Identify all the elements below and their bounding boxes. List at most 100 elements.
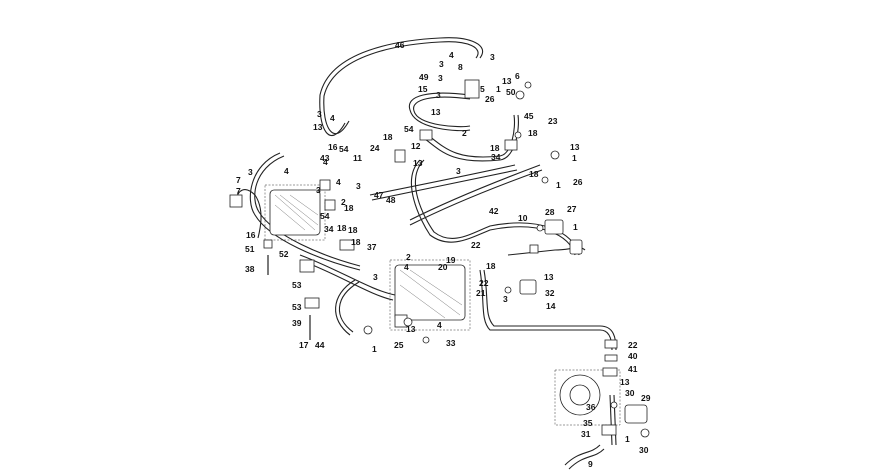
callout-label: 35 — [583, 418, 593, 428]
callout-label: 18 — [486, 261, 496, 271]
callout-label: 13 — [406, 324, 416, 334]
callout-label: 29 — [641, 393, 651, 403]
callout-label: 3 — [373, 272, 378, 282]
callout-label: 51 — [245, 244, 255, 254]
callout-label: 34 — [324, 224, 334, 234]
callout-label: 32 — [545, 288, 555, 298]
callout-label: 3 — [438, 73, 443, 83]
callout-label: 30 — [639, 445, 649, 455]
callout-label: 2 — [341, 197, 346, 207]
callout-label: 3 — [456, 166, 461, 176]
callout-label: 53 — [292, 280, 302, 290]
callout-label: 4 — [437, 320, 442, 330]
callout-label: 40 — [628, 351, 638, 361]
callout-label: 2 — [462, 128, 467, 138]
callout-label: 19 — [446, 255, 456, 265]
callout-label: 4 — [284, 166, 289, 176]
callout-label: 25 — [394, 340, 404, 350]
callout-label: 21 — [476, 288, 486, 298]
callout-label: 3 — [356, 181, 361, 191]
callout-label: 18 — [528, 128, 538, 138]
callout-label: 18 — [351, 237, 361, 247]
callout-label: 41 — [628, 364, 638, 374]
callout-label: 18 — [344, 203, 354, 213]
hose-group — [235, 37, 617, 470]
callout-label: 43 — [320, 153, 330, 163]
callout-label: 13 — [413, 158, 423, 168]
callout-label: 10 — [518, 213, 528, 223]
callout-label: 23 — [548, 116, 558, 126]
callout-label: 4 — [449, 50, 454, 60]
callout-label: 30 — [625, 388, 635, 398]
callout-label: 2 — [406, 252, 411, 262]
callout-label: 20 — [438, 262, 448, 272]
callout-label: 7 — [236, 186, 241, 196]
callout-label: 52 — [279, 249, 289, 259]
callout-label: 26 — [573, 177, 583, 187]
callout-label: 3 — [317, 109, 322, 119]
callout-label: 22 — [628, 340, 638, 350]
callout-label: 12 — [411, 141, 421, 151]
callout-label: 31 — [581, 429, 591, 439]
callout-label: 28 — [545, 207, 555, 217]
callout-label: 1 — [625, 434, 630, 444]
callout-label: 24 — [370, 143, 380, 153]
callout-label: 50 — [506, 87, 516, 97]
callout-label: 13 — [544, 272, 554, 282]
callout-label: 48 — [386, 195, 396, 205]
callout-label: 37 — [367, 242, 377, 252]
callout-label: 4 — [336, 177, 341, 187]
callout-label: 27 — [567, 204, 577, 214]
callout-label: 8 — [458, 62, 463, 72]
callout-label: 13 — [620, 377, 630, 387]
callout-label: 54 — [339, 144, 349, 154]
callout-label: 16 — [328, 142, 338, 152]
callout-label: 46 — [395, 40, 405, 50]
callout-label: 45 — [524, 111, 534, 121]
callout-label: 17 — [299, 340, 309, 350]
callout-label: 5 — [480, 84, 485, 94]
callout-label: 18 — [529, 169, 539, 179]
callout-label: 3 — [248, 167, 253, 177]
callout-label: 4 — [330, 113, 335, 123]
callout-labels: 46 4 3 8 3 49 15 3 3 5 26 13 6 1 50 13 4… — [236, 40, 651, 469]
callout-label: 33 — [446, 338, 456, 348]
callout-label: 3 — [316, 185, 321, 195]
callout-label: 44 — [315, 340, 325, 350]
callout-label: 18 — [490, 143, 500, 153]
callout-label: 36 — [586, 402, 596, 412]
callout-label: 3 — [503, 294, 508, 304]
callout-label: 18 — [337, 223, 347, 233]
callout-label: 1 — [556, 180, 561, 190]
callout-label: 54 — [404, 124, 414, 134]
callout-label: 13 — [313, 122, 323, 132]
callout-label: 18 — [383, 132, 393, 142]
callout-label: 34 — [491, 152, 501, 162]
callout-label: 18 — [348, 225, 358, 235]
callout-label: 39 — [292, 318, 302, 328]
callout-label: 22 — [479, 278, 489, 288]
callout-label: 9 — [588, 459, 593, 469]
callout-label: 3 — [439, 59, 444, 69]
callout-label: 1 — [573, 222, 578, 232]
callout-label: 4 — [404, 262, 409, 272]
callout-label: 47 — [374, 190, 384, 200]
callout-label: 13 — [431, 107, 441, 117]
callout-label: 53 — [292, 302, 302, 312]
callout-label: 54 — [320, 211, 330, 221]
callout-label: 1 — [496, 84, 501, 94]
callout-label: 22 — [471, 240, 481, 250]
callout-label: 11 — [353, 153, 362, 163]
callout-label: 13 — [570, 142, 580, 152]
callout-label: 6 — [515, 71, 520, 81]
callout-label: 49 — [419, 72, 429, 82]
callout-label: 14 — [546, 301, 556, 311]
callout-label: 38 — [245, 264, 255, 274]
component-group — [229, 79, 650, 438]
callout-label: 26 — [485, 94, 495, 104]
callout-label: 4 — [323, 157, 328, 167]
callout-label: 3 — [490, 52, 495, 62]
callout-label: 7 — [236, 175, 241, 185]
callout-label: 1 — [572, 153, 577, 163]
